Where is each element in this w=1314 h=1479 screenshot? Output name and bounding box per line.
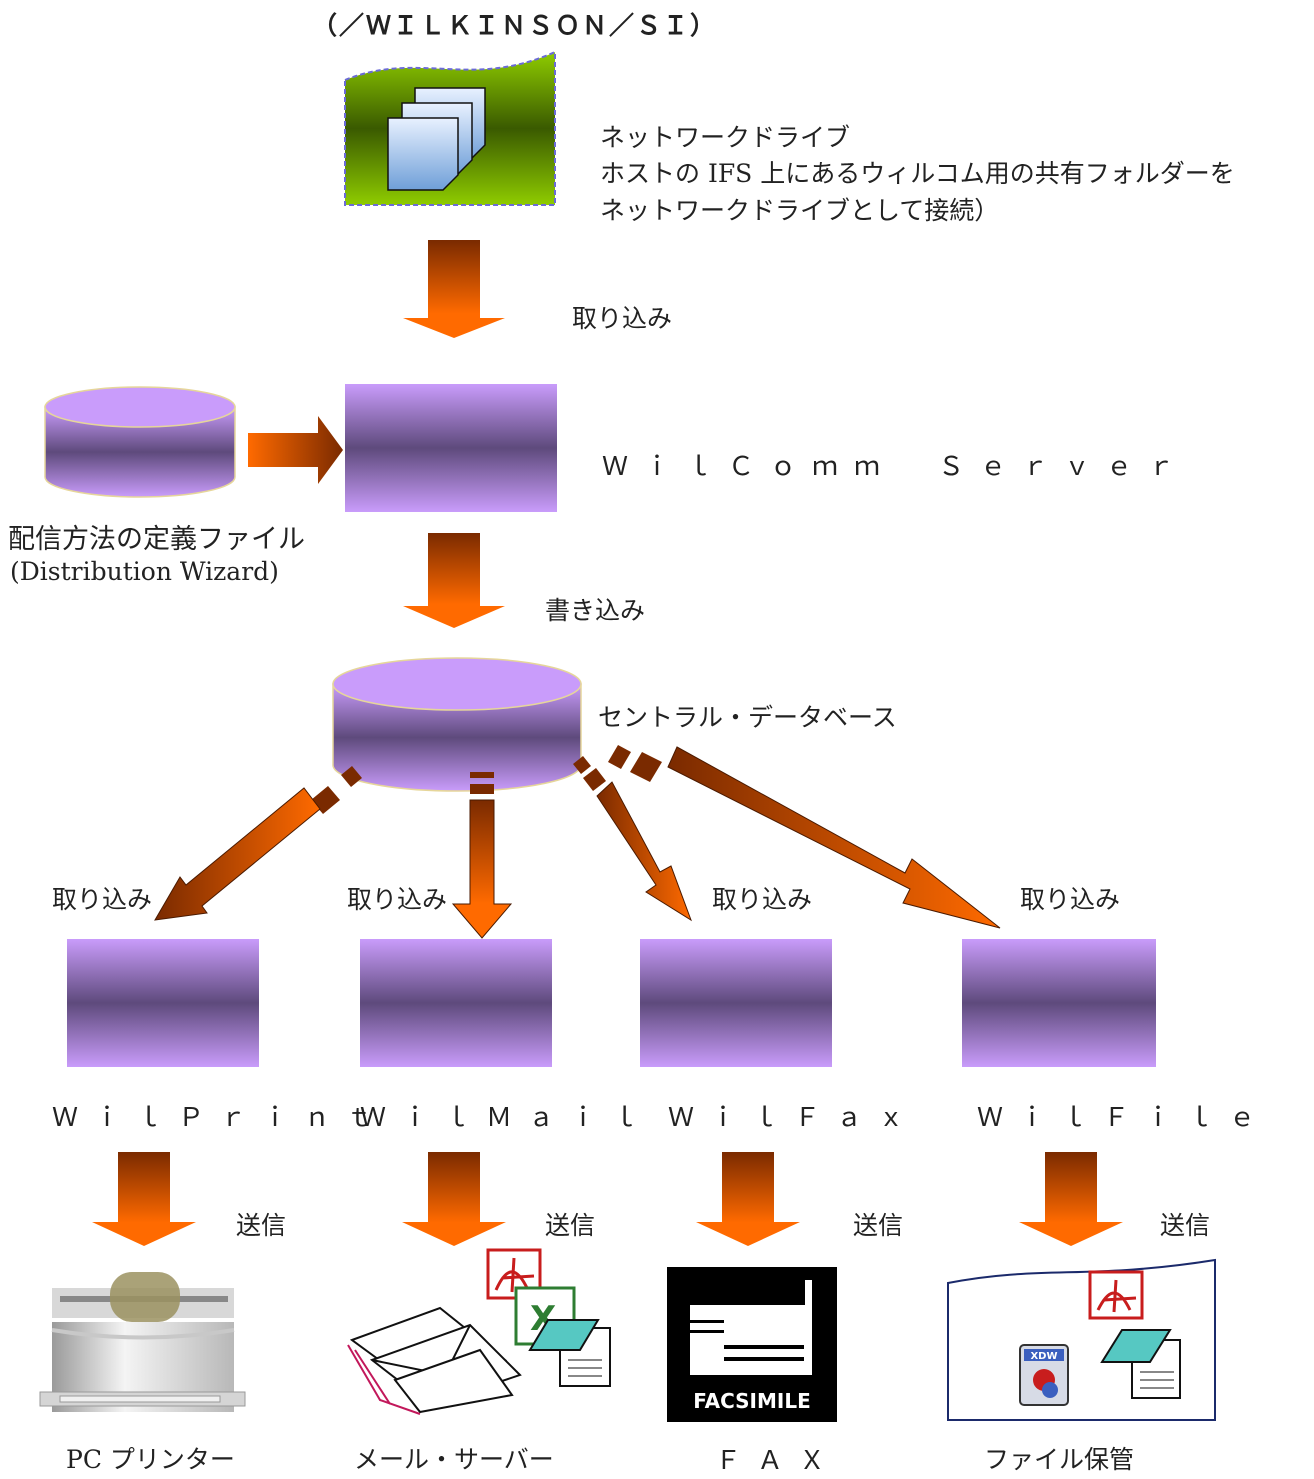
network-drive-title: ネットワークドライブ — [600, 123, 851, 152]
send-label-print: 送信 — [236, 1211, 287, 1240]
definition-file-db-icon — [44, 386, 236, 498]
send-label-file: 送信 — [1160, 1211, 1211, 1240]
import-arrow-top — [403, 240, 505, 338]
pdf-file-icon-storage — [1088, 1270, 1144, 1320]
notepad-icon-mail — [528, 1319, 611, 1387]
wilfax-box — [640, 939, 832, 1067]
central-db-label: セントラル・データベース — [598, 703, 897, 732]
network-drive-desc-2: ネットワークドライブとして接続） — [600, 196, 1000, 225]
xdw-file-icon: XDW — [1019, 1344, 1069, 1406]
definition-file-sublabel: (Distribution Wizard) — [10, 557, 279, 586]
wilprint-label: ＷｉｌＰｒｉｎｔ — [52, 1103, 389, 1133]
wilfile-box — [962, 939, 1156, 1067]
header-path: （／ＷＩＬＫＩＮＳＯＮ／ＳＩ） — [312, 11, 718, 40]
definition-to-server-arrow — [248, 416, 343, 484]
printer-icon — [39, 1272, 246, 1412]
send-label-fax: 送信 — [853, 1211, 904, 1240]
fax-icon-text: FACSIMILE — [693, 1389, 811, 1413]
file-storage-label: ファイル保管 — [984, 1445, 1135, 1474]
file-storage-icon: XDW — [947, 1258, 1216, 1421]
import-label-wilmail: 取り込み — [347, 885, 448, 914]
send-arrow-file — [1019, 1152, 1123, 1246]
wilprint-box — [67, 939, 259, 1067]
notepad-icon-storage — [1100, 1329, 1181, 1399]
network-drive-desc-1: ホストの IFS 上にあるウィルコム用の共有フォルダーを — [600, 159, 1235, 188]
import-label-wilfile: 取り込み — [1020, 885, 1121, 914]
send-arrow-fax — [696, 1152, 800, 1246]
import-label-top: 取り込み — [572, 304, 673, 333]
db-to-wilmail-arrow — [451, 772, 513, 939]
xdw-icon-text: XDW — [1030, 1351, 1057, 1362]
send-arrow-print — [92, 1152, 196, 1246]
write-label: 書き込み — [545, 596, 646, 625]
pc-printer-label: PC プリンター — [66, 1445, 235, 1474]
db-to-wilfile-arrow — [608, 745, 1001, 929]
wilfax-label: ＷｉｌＦａｘ — [668, 1103, 921, 1133]
db-to-wilfax-arrow — [573, 756, 692, 922]
send-label-mail: 送信 — [545, 1211, 596, 1240]
import-label-wilprint: 取り込み — [52, 885, 153, 914]
mail-server-label: メール・サーバー — [354, 1445, 554, 1474]
fax-label: ＦＡＸ — [715, 1446, 842, 1476]
mail-icon: X — [347, 1248, 611, 1415]
wilmail-label: ＷｉｌＭａｉｌ — [360, 1103, 655, 1133]
fax-machine-icon: FACSIMILE — [667, 1267, 837, 1422]
write-arrow — [403, 533, 505, 628]
wilmail-box — [360, 939, 552, 1067]
network-drive-icon — [344, 50, 556, 206]
definition-file-label: 配信方法の定義ファイル — [8, 524, 305, 555]
wilcomm-server-box — [345, 384, 557, 512]
wilfile-label: ＷｉｌＦｉｌｅ — [977, 1103, 1272, 1133]
import-label-wilfax: 取り込み — [712, 885, 813, 914]
central-database-icon — [332, 657, 582, 792]
wilcomm-server-label: ＷｉｌＣｏｍｍ Ｓｅｒｖｅｒ — [602, 452, 1191, 482]
db-to-wilprint-arrow — [154, 766, 362, 921]
send-arrow-mail — [402, 1152, 506, 1246]
